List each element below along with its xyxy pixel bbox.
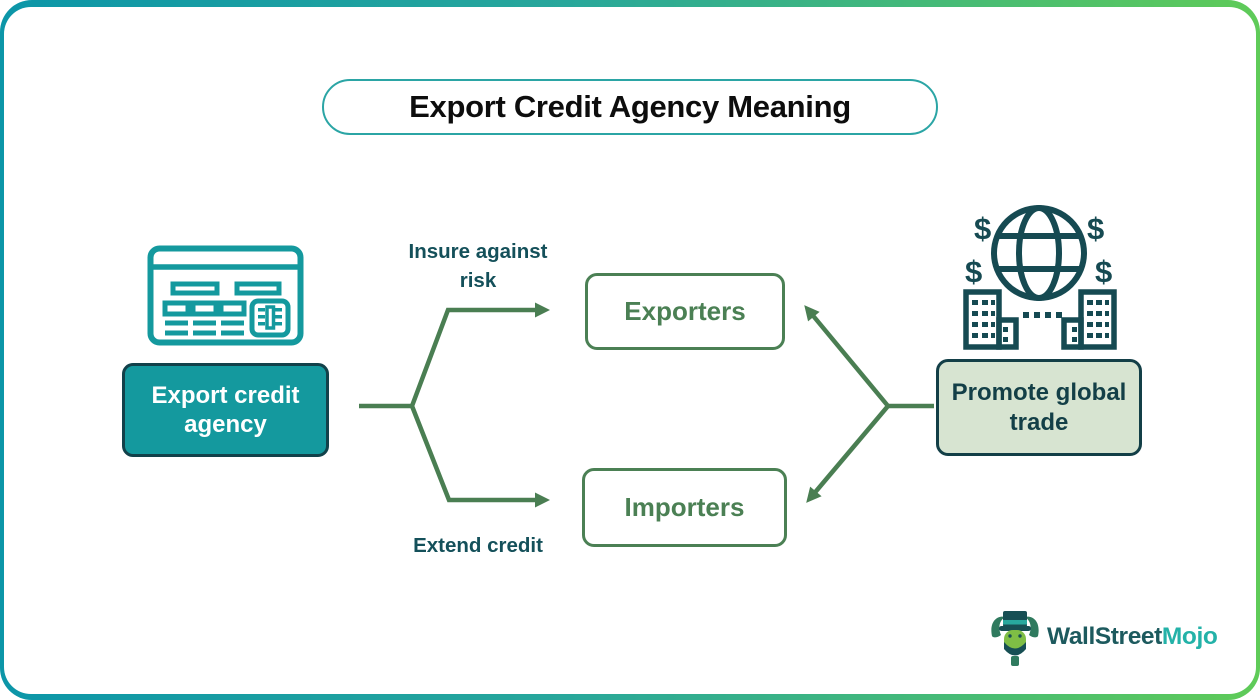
arrow-to-importers: [409, 405, 550, 508]
dollar-sign-icon: $: [965, 254, 982, 289]
diagram-canvas: Export Credit Agency Meaning: [4, 7, 1256, 694]
node-exporters-label: Exporters: [624, 295, 746, 326]
logo-wordmark: WallStreetMojo: [1047, 623, 1218, 651]
node-promote-global-trade-label: Promote global trade: [951, 379, 1127, 436]
logo-wordmark-wallstreet: WallStreet: [1047, 623, 1162, 650]
node-importers-label: Importers: [624, 491, 745, 522]
node-export-credit-agency: Export credit agency: [122, 363, 329, 457]
node-export-credit-agency-label: Export credit agency: [151, 381, 300, 438]
arrow-to-exporters: [409, 302, 550, 407]
annotation-extend-credit: Extend credit: [413, 534, 543, 557]
annotation-insure-against-risk: Insure against risk: [408, 240, 548, 293]
dollar-sign-icon: $: [1095, 254, 1112, 289]
page-title: Export Credit Agency Meaning: [322, 79, 938, 135]
node-promote-global-trade: Promote global trade: [936, 359, 1142, 456]
arrow-promote-to-importers: [806, 404, 890, 503]
node-importers: Importers: [582, 468, 787, 547]
wallstreetmojo-logo: WallStreetMojo: [989, 608, 1218, 666]
bull-mascot-icon: [991, 611, 1039, 666]
logo-wordmark-mojo: Mojo: [1161, 623, 1218, 650]
globe-trade-buildings-icon: $ $ $ $: [963, 205, 1117, 350]
credit-card-icon: [147, 245, 304, 346]
dollar-sign-icon: $: [1087, 211, 1104, 246]
dollar-sign-icon: $: [974, 211, 991, 246]
node-exporters: Exporters: [585, 273, 785, 350]
arrow-promote-to-exporters: [804, 305, 890, 408]
